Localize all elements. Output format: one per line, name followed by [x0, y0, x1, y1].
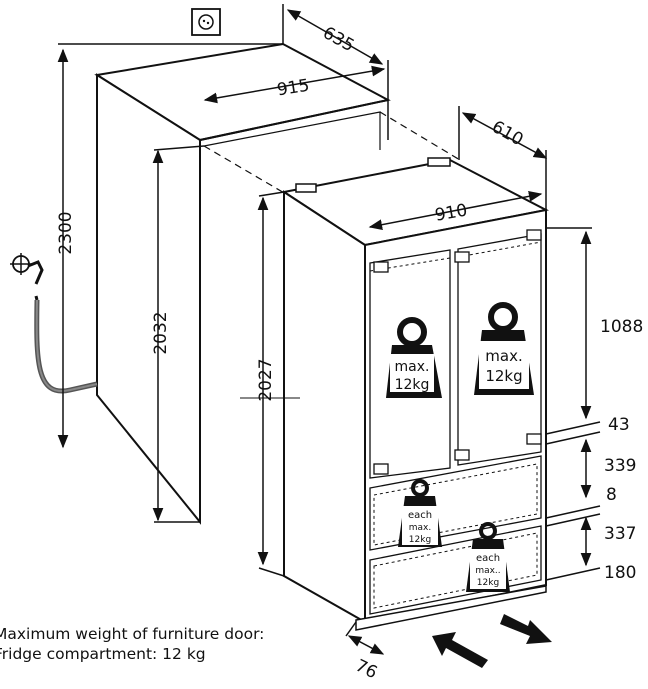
weight-icon-drawer-upper: each max. 12kg — [398, 479, 442, 547]
water-connection-icon — [10, 253, 98, 394]
weight-label-kg: 12kg — [395, 377, 430, 393]
weight-label-max: max.. — [475, 566, 500, 576]
dim-gap-upper: 43 — [608, 415, 630, 435]
dim-niche-height: 2032 — [151, 311, 171, 354]
dim-appliance-depth: 610 — [488, 117, 526, 150]
dim-appliance-height: 2027 — [256, 358, 276, 401]
weight-icon-door-left: max. 12kg — [386, 317, 442, 398]
weight-label-kg: 12kg — [477, 578, 499, 588]
weight-label-max: max. — [409, 523, 431, 533]
direction-arrows — [432, 614, 552, 668]
footnote: Maximum weight of furniture door: Fridge… — [0, 624, 648, 664]
dim-drawer-lower: 337 — [604, 524, 636, 544]
dim-gap-middle: 8 — [606, 485, 617, 505]
weight-label-each: each — [408, 510, 432, 521]
weight-label-each: each — [476, 553, 500, 564]
dim-drawer-upper: 339 — [604, 456, 636, 476]
alignment-lines — [203, 111, 461, 195]
weight-label-kg: 12kg — [485, 367, 522, 385]
dim-gap-lower: 180 — [604, 563, 636, 583]
weight-icon-door-right: max. 12kg — [474, 302, 534, 395]
dim-upper-door: 1088 — [600, 317, 643, 337]
weight-label-max: max. — [485, 347, 522, 365]
dim-niche-depth: 635 — [319, 23, 357, 56]
footnote-line-2: Fridge compartment: 12 kg — [0, 645, 206, 663]
weight-icon-drawer-lower: each max.. 12kg — [466, 522, 510, 592]
dimension-lines — [57, 4, 601, 655]
footnote-line-1: Maximum weight of furniture door: — [0, 625, 265, 643]
dim-niche-total-height: 2300 — [56, 211, 76, 254]
weight-label-kg: 12kg — [409, 535, 431, 545]
weight-label-max: max. — [395, 359, 430, 375]
power-socket-icon — [191, 8, 221, 36]
